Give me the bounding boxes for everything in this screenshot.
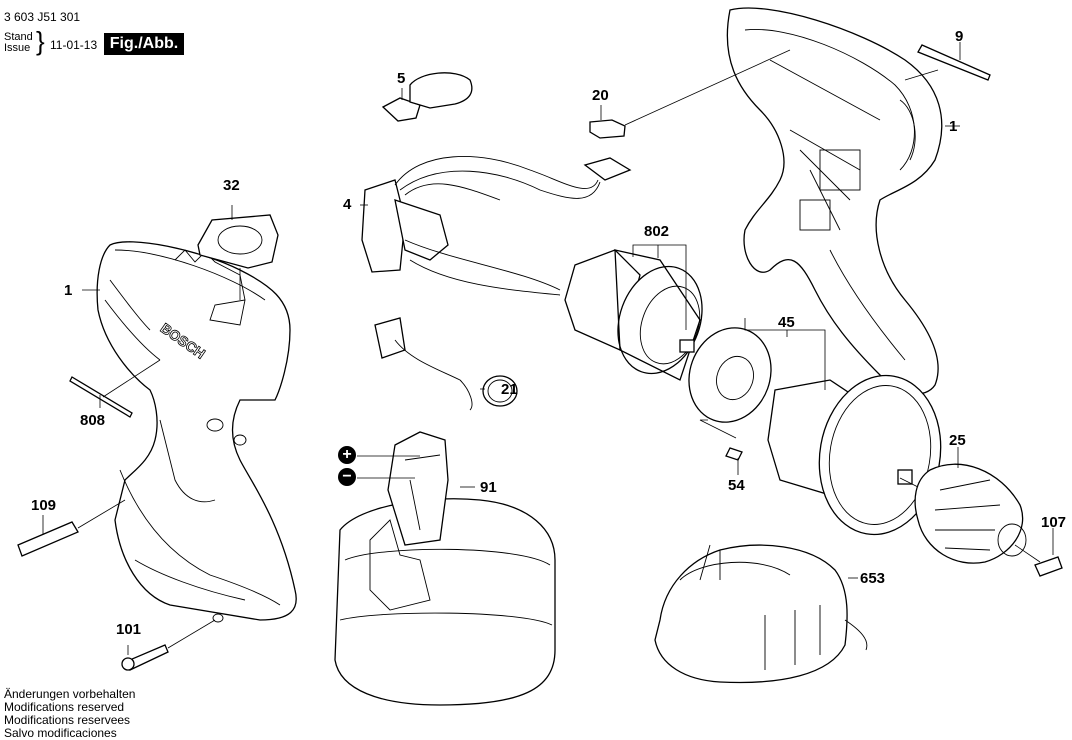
figure-badge: Fig./Abb. 1: [104, 33, 184, 74]
callout-54: 54: [728, 477, 745, 494]
screw-head-101: [121, 657, 135, 671]
callout-107: 107: [1041, 514, 1067, 531]
document-number: 3 603 J51 301: [4, 10, 81, 24]
callout-32: 32: [223, 177, 240, 194]
issue-date: 11-01-13: [50, 38, 98, 52]
footer-note-de: Änderungen vorbehalten: [4, 687, 136, 701]
issue-label: Issue: [4, 42, 31, 54]
cover-part-32: [197, 214, 279, 269]
plus-terminal-icon: +: [338, 446, 356, 464]
stand-issue-label: Stand Issue: [4, 32, 33, 54]
minus-terminal-icon: −: [338, 468, 356, 486]
led-holder-part-20: [589, 119, 626, 139]
housing-left-part: BOSCH: [96, 241, 297, 623]
footer-notes: Änderungen vorbehalten Modifications res…: [4, 688, 135, 740]
direction-slider-part-5: [381, 72, 473, 122]
gearbox-part-45: [767, 374, 942, 536]
nameplate-strip-808: [69, 376, 133, 418]
callout-101: 101: [116, 621, 142, 638]
callout-653: 653: [860, 570, 886, 587]
leader-lines: [42, 42, 1054, 655]
callout-20: 20: [592, 87, 609, 104]
footer-note-fr: Modifications reservees: [4, 713, 131, 727]
footer-note-es: Salvo modificaciones: [4, 726, 117, 740]
screw-part-107: [1034, 556, 1063, 577]
callout-21: 21: [501, 381, 518, 398]
callout-808: 808: [80, 412, 106, 429]
battery-part-91: [334, 431, 556, 706]
callout-25: 25: [949, 432, 966, 449]
chuck-part-25: [914, 463, 1027, 564]
callout-1-right: 1: [949, 118, 958, 135]
led-board-part: [583, 157, 632, 181]
screw-part-54: [725, 447, 743, 461]
callout-9: 9: [955, 28, 964, 45]
callout-4: 4: [343, 196, 352, 213]
stand-label: Stand: [4, 31, 33, 43]
nameplate-strip-9: [917, 44, 991, 81]
callout-109: 109: [31, 497, 57, 514]
cap-part-21: [482, 375, 518, 407]
callout-91: 91: [480, 479, 497, 496]
callout-45: 45: [778, 314, 795, 331]
charger-part-653: [654, 544, 868, 684]
housing-right-part: [726, 7, 943, 395]
callout-5: 5: [397, 70, 406, 87]
switch-part-4: [361, 156, 601, 411]
callout-802: 802: [644, 223, 670, 240]
motor-part-802: [564, 249, 703, 381]
footer-note-en: Modifications reserved: [4, 700, 125, 714]
bit-part-109: [17, 521, 79, 557]
brace-glyph: }: [36, 26, 45, 56]
callout-1-left: 1: [64, 282, 73, 299]
